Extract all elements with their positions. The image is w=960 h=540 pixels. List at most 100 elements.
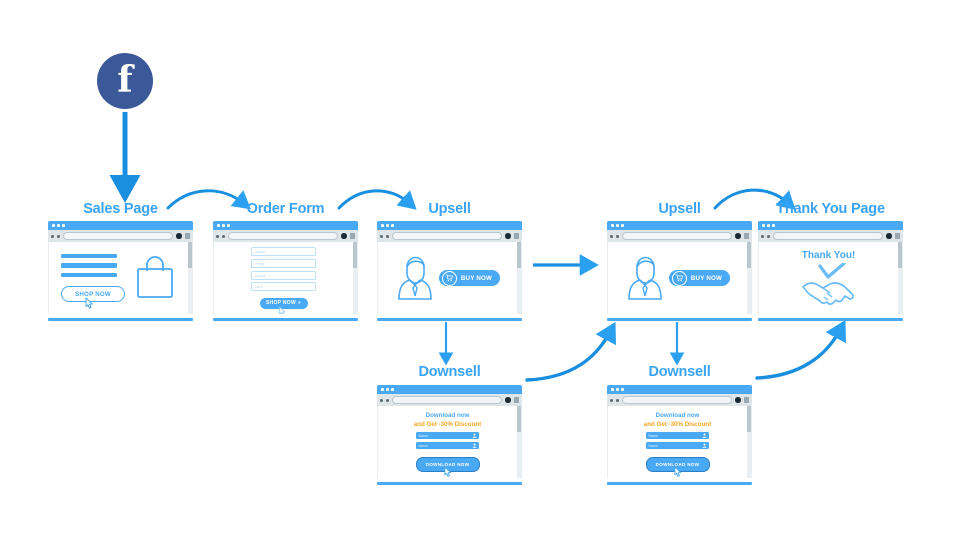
scrollbar-thumb[interactable] xyxy=(517,242,521,268)
scrollbar-thumb[interactable] xyxy=(353,242,357,268)
gear-icon[interactable] xyxy=(735,233,741,239)
back-icon[interactable] xyxy=(51,234,54,238)
window-upsell-2[interactable]: BUY NOW xyxy=(607,221,752,321)
text-bar xyxy=(61,253,117,259)
address-bar[interactable] xyxy=(228,231,338,241)
name-field-1[interactable]: Name xyxy=(416,432,479,439)
window-titlebar xyxy=(48,221,193,230)
back-icon[interactable] xyxy=(380,398,383,402)
forward-icon[interactable] xyxy=(222,234,225,238)
gear-icon[interactable] xyxy=(176,233,182,239)
cursor-icon xyxy=(278,306,285,314)
menu-icon[interactable] xyxy=(184,233,190,239)
window-base-bar xyxy=(213,318,358,321)
buy-now-button[interactable]: BUY NOW xyxy=(668,270,731,286)
page-viewport: Download now and Get -30% Discount Name … xyxy=(377,406,522,478)
menu-icon[interactable] xyxy=(513,397,519,403)
gear-icon[interactable] xyxy=(886,233,892,239)
window-downsell-1[interactable]: Download now and Get -30% Discount Name … xyxy=(377,385,522,485)
forward-icon[interactable] xyxy=(767,234,770,238)
card-field[interactable]: card xyxy=(251,282,316,292)
back-icon[interactable] xyxy=(610,398,613,402)
cursor-icon xyxy=(673,466,681,477)
name-field[interactable]: name xyxy=(251,247,316,257)
page-viewport: name email phone card SHOP NOW » xyxy=(213,242,358,314)
gear-icon[interactable] xyxy=(505,397,511,403)
browser-toolbar xyxy=(607,394,752,406)
scrollbar[interactable] xyxy=(898,242,902,314)
email-field[interactable]: email xyxy=(251,258,316,268)
address-bar[interactable] xyxy=(622,231,732,241)
window-downsell-2[interactable]: Download now and Get -30% Discount Name … xyxy=(607,385,752,485)
scrollbar-thumb[interactable] xyxy=(188,242,192,268)
shop-now-button[interactable]: SHOP NOW » xyxy=(259,297,308,314)
window-thank-you-page[interactable]: Thank You! xyxy=(758,221,903,321)
scrollbar-thumb[interactable] xyxy=(898,242,902,268)
scrollbar-thumb[interactable] xyxy=(517,406,521,432)
download-now-button[interactable]: DOWNLOAD NOW xyxy=(645,457,710,477)
forward-icon[interactable] xyxy=(57,234,60,238)
forward-icon[interactable] xyxy=(616,398,619,402)
label-downsell-1: Downsell xyxy=(418,364,481,380)
browser-toolbar xyxy=(377,230,522,242)
forward-icon[interactable] xyxy=(616,234,619,238)
label-upsell-1: Upsell xyxy=(428,201,471,217)
shop-now-label: SHOP NOW xyxy=(75,290,111,298)
download-now-button[interactable]: DOWNLOAD NOW xyxy=(415,457,480,477)
handshake-icon xyxy=(801,262,854,305)
menu-icon[interactable] xyxy=(894,233,900,239)
address-bar[interactable] xyxy=(392,395,502,405)
back-icon[interactable] xyxy=(610,234,613,238)
name-field-2[interactable]: Name xyxy=(416,442,479,449)
address-bar[interactable] xyxy=(773,231,883,241)
titlebar-dot xyxy=(381,388,384,391)
titlebar-dot xyxy=(616,388,619,391)
cart-icon xyxy=(671,270,687,286)
back-icon[interactable] xyxy=(380,234,383,238)
user-icon xyxy=(472,433,476,438)
titlebar-dot xyxy=(621,224,624,227)
window-sales-page[interactable]: SHOP NOW xyxy=(48,221,193,321)
address-bar[interactable] xyxy=(622,395,732,405)
label-upsell-2: Upsell xyxy=(658,201,701,217)
window-order-form[interactable]: name email phone card SHOP NOW » xyxy=(213,221,358,321)
phone-field[interactable]: phone xyxy=(251,270,316,280)
text-bar xyxy=(61,272,117,278)
address-bar[interactable] xyxy=(392,231,502,241)
back-icon[interactable] xyxy=(761,234,764,238)
scrollbar[interactable] xyxy=(517,406,521,478)
titlebar-dot xyxy=(611,388,614,391)
scrollbar-thumb[interactable] xyxy=(747,242,751,268)
address-bar[interactable] xyxy=(63,231,173,241)
name-field-2[interactable]: Name xyxy=(646,442,709,449)
facebook-icon[interactable]: f xyxy=(97,53,153,109)
menu-icon[interactable] xyxy=(513,233,519,239)
gear-icon[interactable] xyxy=(505,233,511,239)
scrollbar[interactable] xyxy=(747,406,751,478)
scrollbar-thumb[interactable] xyxy=(747,406,751,432)
shop-now-label: SHOP NOW xyxy=(265,300,296,307)
gear-icon[interactable] xyxy=(735,397,741,403)
name-field-1[interactable]: Name xyxy=(646,432,709,439)
window-titlebar xyxy=(377,385,522,394)
businessman-icon xyxy=(628,256,662,300)
back-icon[interactable] xyxy=(216,234,219,238)
titlebar-dot xyxy=(386,224,389,227)
user-icon xyxy=(702,443,706,448)
menu-icon[interactable] xyxy=(743,233,749,239)
label-sales-page: Sales Page xyxy=(83,201,158,217)
forward-icon[interactable] xyxy=(386,234,389,238)
buy-now-button[interactable]: BUY NOW xyxy=(438,270,501,286)
forward-icon[interactable] xyxy=(386,398,389,402)
gear-icon[interactable] xyxy=(341,233,347,239)
menu-icon[interactable] xyxy=(743,397,749,403)
scrollbar[interactable] xyxy=(747,242,751,314)
scrollbar[interactable] xyxy=(353,242,357,314)
page-viewport: SHOP NOW xyxy=(48,242,193,314)
scrollbar[interactable] xyxy=(188,242,192,314)
shop-now-button[interactable]: SHOP NOW xyxy=(61,286,125,309)
label-downsell-2: Downsell xyxy=(648,364,711,380)
menu-icon[interactable] xyxy=(349,233,355,239)
scrollbar[interactable] xyxy=(517,242,521,314)
window-upsell-1[interactable]: BUY NOW xyxy=(377,221,522,321)
